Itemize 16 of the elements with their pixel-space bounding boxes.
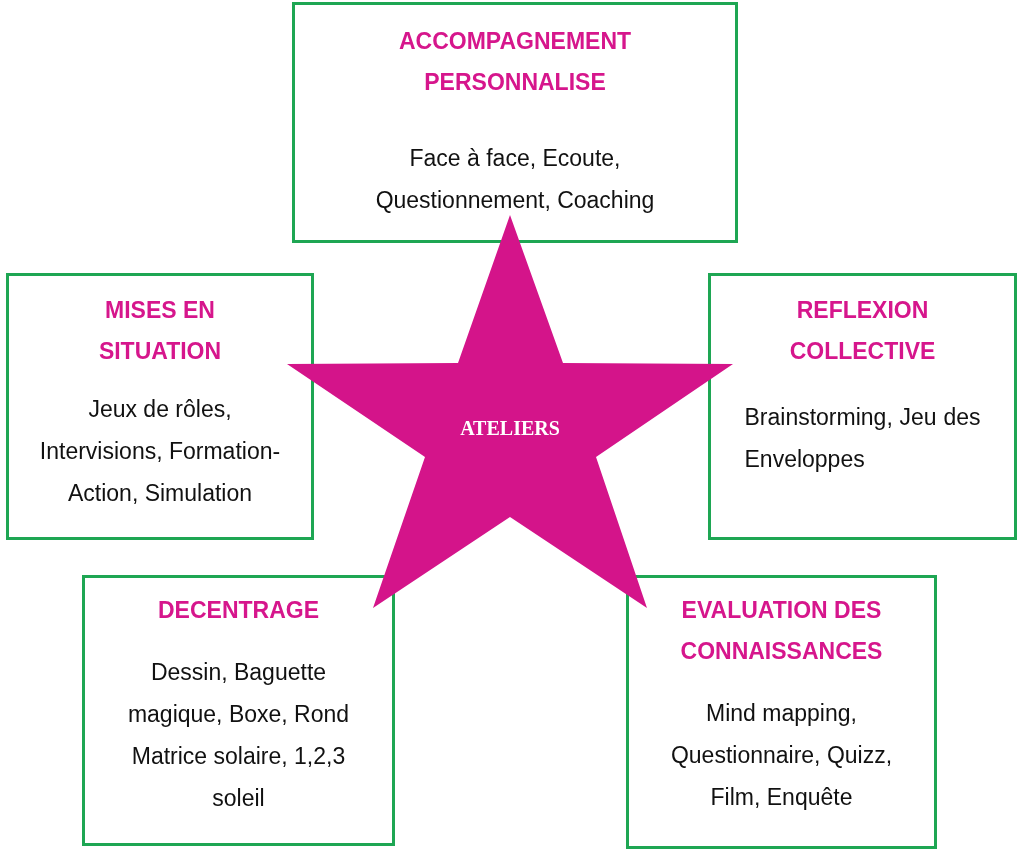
category-box: [292, 2, 738, 243]
box-text: Mind mapping, Questionnaire, Quizz, Film, Enquête: [669, 699, 894, 812]
box-heading: REFLEXION COLLECTIVE: [788, 296, 937, 366]
category-box: [6, 273, 314, 540]
category-box: [708, 273, 1017, 540]
star-label: ATELIERS: [460, 416, 560, 440]
box-heading: EVALUATION DES CONNAISSANCES: [679, 596, 884, 666]
box-heading: MISES EN SITUATION: [97, 296, 223, 366]
category-box: [626, 575, 937, 849]
box-text: Jeux de rôles, Intervisions, Formation-Action, Simulation: [38, 395, 282, 508]
box-text: Face à face, Ecoute, Questionnement, Coaching: [374, 144, 656, 215]
box-text: Dessin, Baguette magique, Boxe, Rond Matrice solaire, 1,2,3 soleil: [126, 658, 351, 813]
box-heading: DECENTRAGE: [158, 596, 319, 625]
category-box: [82, 575, 395, 846]
box-text: Brainstorming, Jeu des Enveloppes: [744, 403, 981, 474]
box-heading: ACCOMPAGNEMENT PERSONNALISE: [397, 27, 633, 97]
